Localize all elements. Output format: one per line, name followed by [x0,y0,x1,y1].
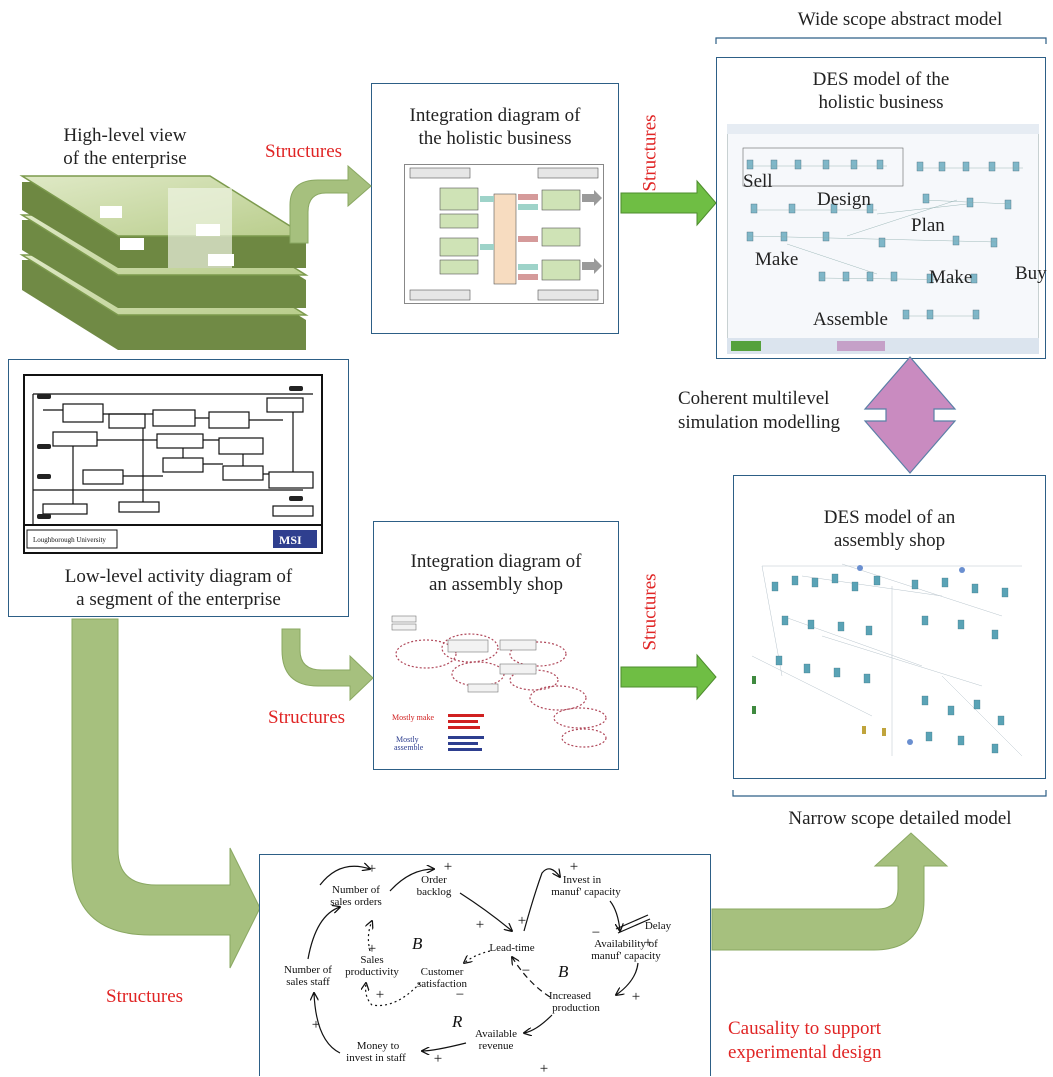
loop-label-b1: B [412,934,423,953]
structures-label-top: Structures [265,141,343,162]
node-order-backlog-1: Order [421,874,447,886]
polarity-13: − [522,963,530,979]
node-delay: Delay [645,920,672,932]
node-order-backlog-2: backlog [417,886,452,898]
polarity-12: + [476,917,484,933]
node-sales-productivity-2: productivity [345,966,399,978]
node-sales-orders-2: sales orders [330,896,382,908]
node-money-invest-2: invest in staff [346,1052,406,1064]
node-money-invest-1: Money to [357,1040,400,1052]
enterprise-layers [19,175,309,350]
arrow-causal-to-narrow-scope [711,832,949,951]
coherent-multilevel-label: Coherent multilevel simulation modelling [678,388,841,433]
des-label-plan: Plan [911,215,945,236]
svg-text:assemble: assemble [394,743,424,752]
arrow-integration-to-des-assembly [620,653,717,701]
coherent-double-arrow [863,356,957,474]
node-availability-1: Availability of [594,938,658,950]
loop-label-r: R [451,1012,463,1031]
node-customer-satisfaction-2: satisfaction [417,978,468,990]
polarity-5: + [644,935,652,951]
node-lead-time: Lead-time [489,942,534,954]
structures-label-bottom: Structures [106,986,184,1007]
polarity-8: + [632,989,640,1005]
node-sales-staff-1: Number of [284,964,332,976]
node-invest-manuf-1: Invest in [563,874,602,886]
structures-label-vertical-top: Structures [639,114,661,192]
arrow-highlevel-to-integration [289,164,372,244]
integration-assembly-box: Integration diagram of an assembly shop … [373,521,619,770]
des-label-make-2: Make [929,267,973,288]
activity-diagram-thumbnail: Loughborough University MSI [23,374,323,554]
polarity-15: − [592,925,600,941]
low-level-activity-title: Low-level activity diagram of a segment … [64,566,293,610]
polarity-7: + [376,987,384,1003]
polarity-2: + [444,859,452,875]
des-holistic-thumbnail [727,124,1039,354]
polarity-9: + [312,1017,320,1033]
node-sales-staff-2: sales staff [286,976,330,988]
narrow-scope-label: Narrow scope detailed model [788,808,1012,829]
node-sales-orders-1: Number of [332,884,380,896]
des-assembly-thumbnail [751,563,1023,757]
causal-loop-diagram: Number of sales orders Order backlog Inv… [284,859,672,1077]
svg-text:Mostly: Mostly [396,735,419,744]
des-assembly-title: DES model of an assembly shop [823,507,956,551]
arrow-integration-to-des-holistic [620,179,717,227]
des-assembly-box: DES model of an assembly shop [733,475,1046,779]
high-level-view-title: High-level view of the enterprise [63,125,187,169]
node-increased-production-1: Increased [549,990,592,1002]
des-holistic-box: DES model of the holistic business [716,57,1047,359]
low-level-activity-box: Loughborough University MSI Low-level ac… [8,359,349,617]
polarity-10: + [434,1051,442,1067]
node-availability-2: manuf' capacity [591,950,661,962]
node-invest-manuf-2: manuf' capacity [551,886,621,898]
node-customer-satisfaction-1: Customer [421,966,464,978]
polarity-11: + [540,1061,548,1077]
des-label-design: Design [817,189,871,210]
integration-assembly-title: Integration diagram of an assembly shop [410,551,582,595]
des-label-buy: Buy [1015,263,1047,284]
node-available-revenue-1: Available [475,1028,517,1040]
svg-text:Mostly make: Mostly make [392,713,434,722]
polarity-4: + [518,913,526,929]
wide-scope-label: Wide scope abstract model [797,9,1003,30]
des-label-assemble: Assemble [813,309,888,330]
structures-label-middle: Structures [268,707,346,728]
svg-text:Loughborough University: Loughborough University [33,536,106,544]
causality-label: Causality to support experimental design [728,1018,882,1063]
des-label-sell: Sell [743,171,773,192]
node-available-revenue-2: revenue [479,1040,514,1052]
node-increased-production-2: production [552,1002,600,1014]
polarity-3: + [570,859,578,875]
loop-label-b2: B [558,962,569,981]
integration-assembly-thumbnail: Mostly make Mostly assemble [391,615,607,752]
svg-text:MSI: MSI [279,533,302,547]
integration-holistic-title: Integration diagram of the holistic busi… [409,105,581,149]
arrow-lowlevel-to-integration [281,628,374,702]
arrow-lowlevel-to-causal [71,618,261,969]
polarity-6: + [368,941,376,957]
node-sales-productivity-1: Sales [360,954,383,966]
des-label-make-1: Make [755,249,799,270]
integration-holistic-box: Integration diagram of the holistic busi… [371,83,619,334]
causal-loop-box: Number of sales orders Order backlog Inv… [259,854,711,1077]
polarity-14: − [456,987,464,1003]
integration-holistic-thumbnail [404,164,604,304]
structures-label-vertical-middle: Structures [639,573,661,651]
des-holistic-title: DES model of the holistic business [812,69,950,113]
